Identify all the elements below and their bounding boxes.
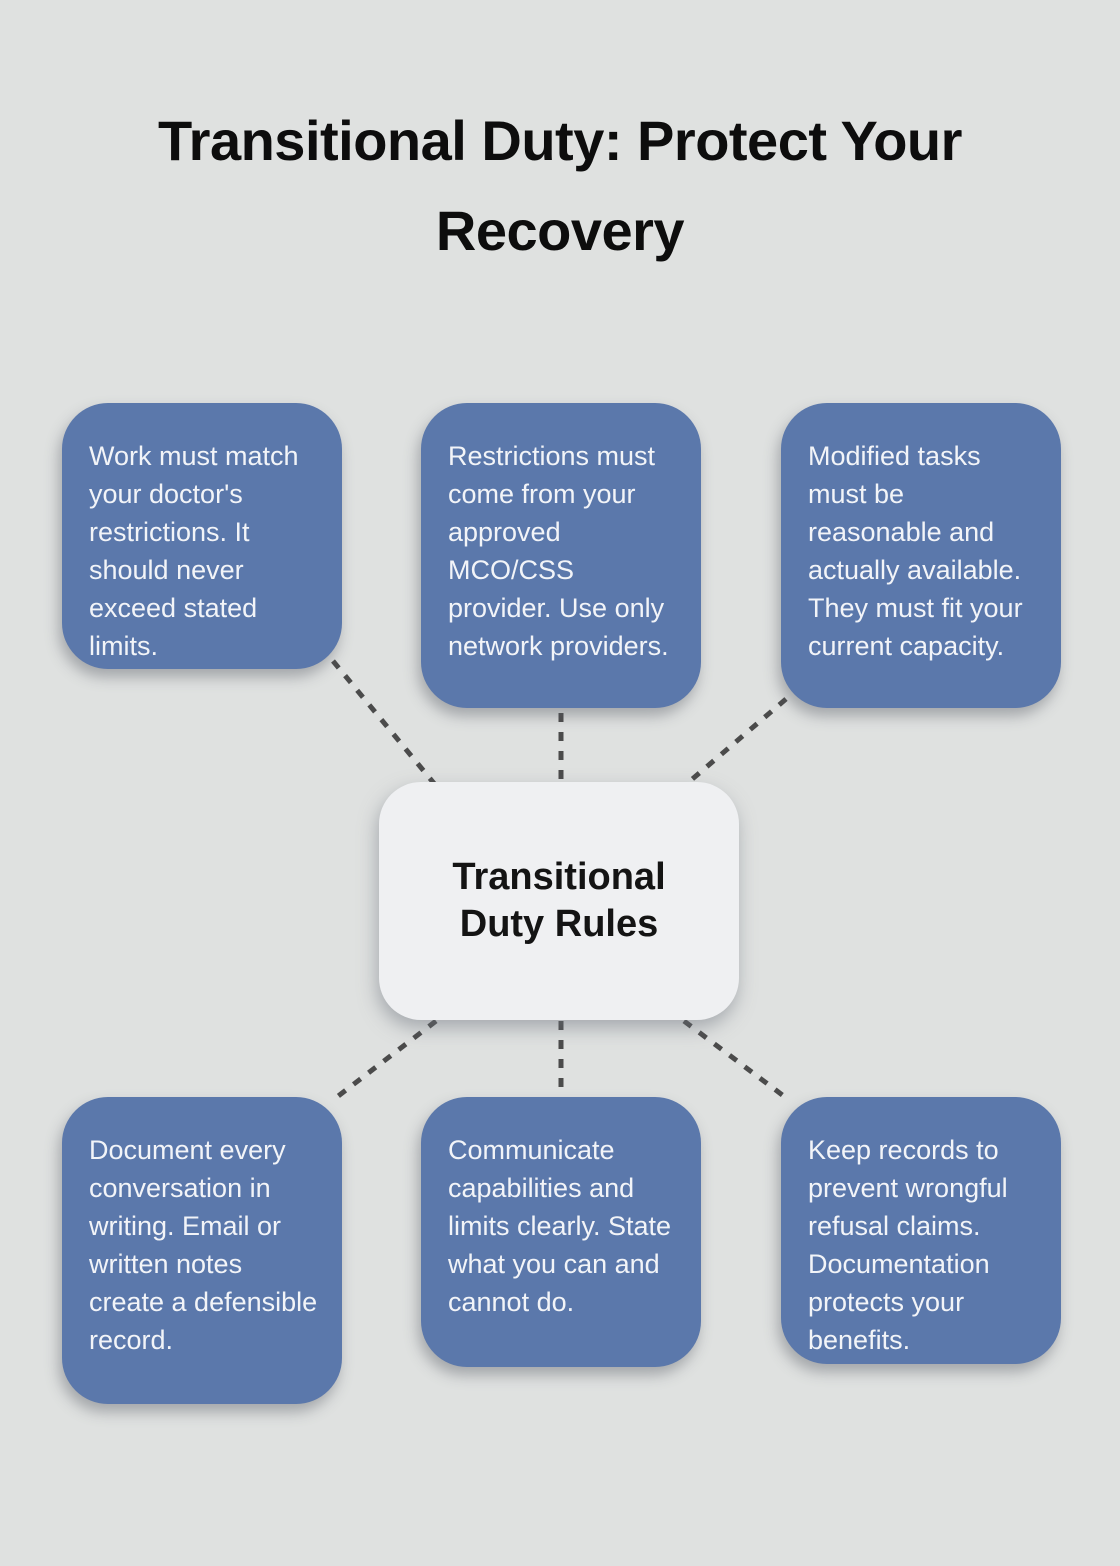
page-title: Transitional Duty: Protect Your Recovery <box>158 109 962 262</box>
connector-top-right <box>681 697 788 789</box>
rule-node-text: Document every conversation in writing. … <box>89 1135 318 1355</box>
rule-node-text: Restrictions must come from your approve… <box>448 441 669 661</box>
connector-bottom-right <box>682 1019 787 1099</box>
center-node: Transitional Duty Rules <box>379 782 739 1020</box>
connector-bottom-left <box>335 1019 438 1099</box>
rule-node-text: Work must match your doctor's restrictio… <box>89 441 299 661</box>
rule-node-text: Communicate capabilities and limits clea… <box>448 1135 672 1317</box>
rule-node-modified-tasks: Modified tasks must be reasonable and ac… <box>781 403 1061 708</box>
rule-node-text: Modified tasks must be reasonable and ac… <box>808 441 1023 661</box>
rule-node-text: Keep records to prevent wrongful refusal… <box>808 1135 1008 1355</box>
rule-node-work-match: Work must match your doctor's restrictio… <box>62 403 342 669</box>
rule-node-document-conversations: Document every conversation in writing. … <box>62 1097 342 1404</box>
rule-node-communicate-limits: Communicate capabilities and limits clea… <box>421 1097 701 1367</box>
center-node-label: Transitional Duty Rules <box>452 856 666 945</box>
rule-node-restrictions-source: Restrictions must come from your approve… <box>421 403 701 708</box>
rule-node-keep-records: Keep records to prevent wrongful refusal… <box>781 1097 1061 1364</box>
connector-top-left <box>331 659 439 789</box>
